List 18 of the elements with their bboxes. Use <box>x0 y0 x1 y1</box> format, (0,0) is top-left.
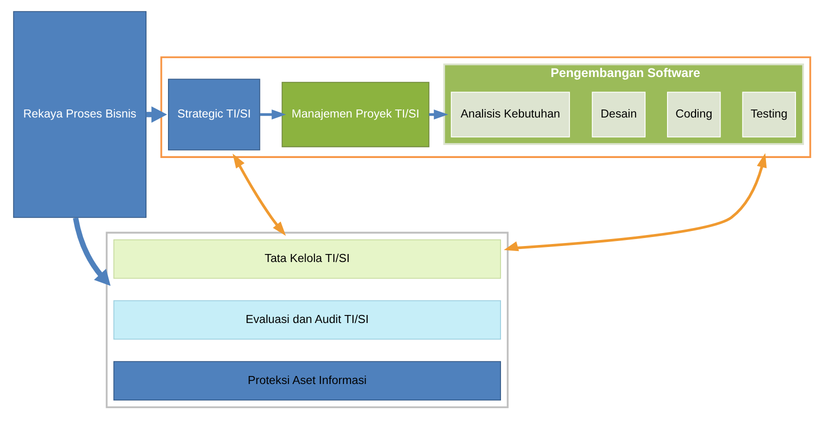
node-box: Testing <box>742 92 796 138</box>
arrow <box>72 217 111 286</box>
arrow <box>232 154 286 236</box>
node-box: Tata Kelola TI/SI <box>113 239 501 279</box>
cluster <box>160 56 812 158</box>
node-box: Proteksi Aset Informasi <box>113 361 501 401</box>
node-box: Manajemen Proyek TI/SI <box>282 82 430 148</box>
node-box: Strategic TI/SI <box>168 78 260 150</box>
arrow <box>260 110 286 120</box>
node-box: Rekaya Proses Bisnis <box>13 11 146 218</box>
arrow <box>429 110 448 120</box>
node-box: Coding <box>667 92 721 138</box>
node-box: Desain <box>592 92 646 138</box>
node-box: Analisis Kebutuhan <box>450 92 570 138</box>
node-box: Evaluasi dan Audit TI/SI <box>113 300 501 340</box>
arrow <box>504 153 767 252</box>
cluster <box>106 232 509 408</box>
arrow <box>146 106 168 123</box>
